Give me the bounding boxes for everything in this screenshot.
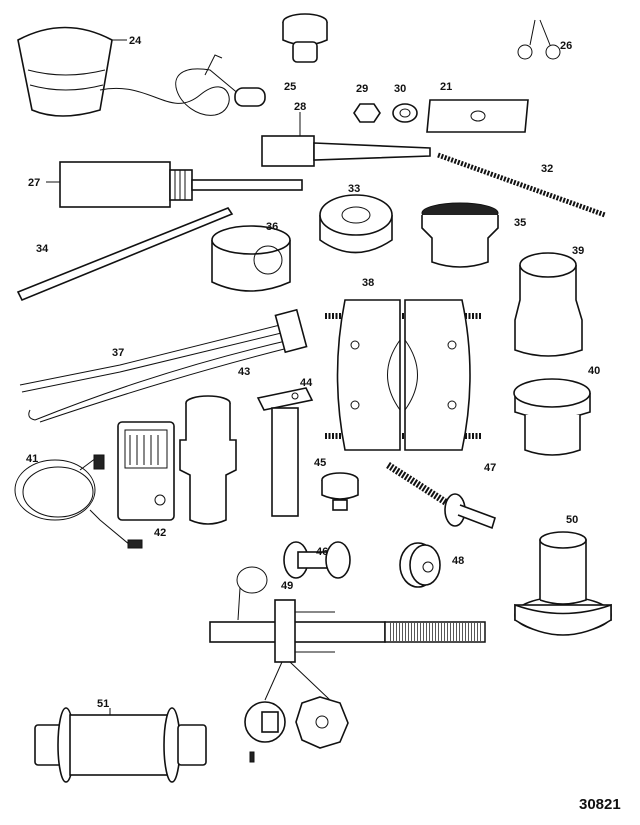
- tool-21-plate: [426, 99, 529, 133]
- figure-number: 30821: [579, 796, 621, 813]
- tool-32-threaded-rod: [437, 152, 606, 218]
- callout-50: 50: [566, 514, 578, 526]
- callout-32: 32: [541, 163, 553, 175]
- tool-38-bearing-separator: [325, 299, 482, 451]
- tool-28-driver: [261, 112, 431, 167]
- callout-43: 43: [238, 366, 250, 378]
- tool-50-driver: [514, 531, 612, 636]
- callout-40: 40: [588, 365, 600, 377]
- tool-33-ring: [319, 194, 393, 254]
- tool-34-rod: [16, 207, 234, 302]
- callout-35: 35: [514, 217, 526, 229]
- callout-21: 21: [440, 81, 452, 93]
- tool-29-nut: [353, 103, 381, 123]
- tool-39-adapter: [514, 252, 583, 357]
- tool-51-spool: [34, 707, 207, 783]
- callout-48: 48: [452, 555, 464, 567]
- callout-26: 26: [560, 40, 572, 52]
- callout-27: 27: [28, 177, 40, 189]
- tool-25-knob: [282, 13, 328, 63]
- tool-43-driver: [179, 395, 237, 525]
- tool-47-puller-bolt: [386, 462, 496, 530]
- callout-37: 37: [112, 347, 124, 359]
- tool-37-hook: [19, 308, 308, 423]
- callout-38: 38: [362, 277, 374, 289]
- callout-42: 42: [154, 527, 166, 539]
- callout-24: 24: [129, 35, 142, 47]
- tool-27-coupler: [59, 161, 303, 208]
- callout-51: 51: [97, 698, 109, 710]
- callout-29: 29: [356, 83, 368, 95]
- tool-44-bracket: [256, 387, 314, 517]
- tool-26-pliers: [517, 19, 561, 60]
- tool-48-hub: [399, 542, 441, 588]
- callout-41: 41: [26, 453, 38, 465]
- tool-41-cable: [14, 454, 143, 549]
- callout-25: 25: [284, 81, 296, 93]
- tool-45-knob: [321, 472, 359, 511]
- callout-28: 28: [294, 101, 306, 113]
- callout-49: 49: [281, 580, 293, 592]
- tool-49-shaft-assembly: [209, 566, 486, 763]
- tool-40-puller: [513, 378, 591, 456]
- tool-42-tester: [117, 421, 175, 521]
- callout-33: 33: [348, 183, 360, 195]
- tool-30-washer: [392, 103, 418, 123]
- tool-46-spool: [283, 541, 351, 579]
- callout-45: 45: [314, 457, 326, 469]
- callout-34: 34: [36, 243, 49, 255]
- callout-30: 30: [394, 83, 406, 95]
- tool-35-cap: [421, 202, 499, 268]
- tool-24-heater-pot: [17, 26, 266, 117]
- callout-36: 36: [266, 221, 278, 233]
- callout-47: 47: [484, 462, 496, 474]
- callout-46: 46: [316, 546, 328, 558]
- callout-44: 44: [300, 377, 313, 389]
- callout-39: 39: [572, 245, 584, 257]
- tool-36-sleeve: [211, 225, 291, 292]
